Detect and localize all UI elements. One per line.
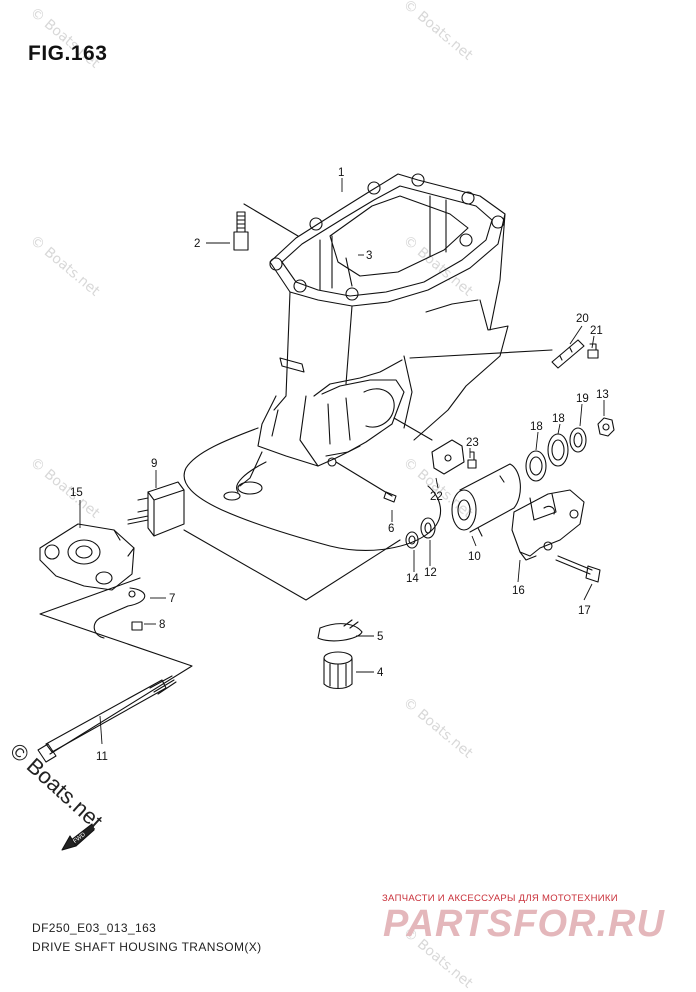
- callout-13: 13: [596, 389, 609, 401]
- callout-23: 23: [466, 437, 479, 449]
- part-bracket-16: [511, 489, 585, 561]
- callout-7: 7: [169, 593, 175, 605]
- callout-leaders: [79, 178, 605, 745]
- callout-19: 19: [576, 393, 589, 405]
- part-screw-6: [383, 491, 397, 503]
- callout-labels: 1 2 3 4 5 6 7 8 9 10 11 12 13 14 15 16 1…: [70, 167, 609, 845]
- part-ring-18b: [525, 450, 547, 482]
- part-ring-18: [547, 433, 569, 467]
- brand-tagline: ЗАПЧАСТИ И АКСЕССУАРЫ ДЛЯ МОТОТЕХНИКИ: [382, 893, 618, 904]
- callout-1: 1: [338, 167, 344, 179]
- drive-shaft-housing: [183, 173, 509, 551]
- callout-17: 17: [578, 605, 591, 617]
- part-wire-7: [93, 587, 146, 639]
- part-bolt-2: [233, 211, 249, 251]
- part-bushing-10: [451, 463, 521, 537]
- callout-6: 6: [388, 523, 394, 535]
- figure-code: DF250_E03_013_163: [32, 921, 157, 935]
- callout-21: 21: [590, 325, 603, 337]
- callout-14: 14: [406, 573, 419, 585]
- callout-20: 20: [576, 313, 589, 325]
- part-clip-5: [317, 623, 363, 642]
- callout-5: 5: [377, 631, 383, 643]
- callout-8: 8: [159, 619, 165, 631]
- part-screw-8: [131, 621, 143, 631]
- callout-3: 3: [366, 250, 372, 262]
- part-stud-11: [37, 675, 177, 763]
- part-switch-9: [127, 481, 185, 537]
- figure-title: FIG.163: [28, 42, 108, 65]
- brand-logo[interactable]: PARTSFOR.RU: [383, 903, 665, 945]
- callout-18a: 18: [552, 413, 565, 425]
- part-nut-13: [597, 417, 615, 437]
- part-plate-22: [431, 439, 465, 475]
- callout-9: 9: [151, 458, 157, 470]
- callout-11: 11: [96, 751, 108, 763]
- callout-22: 22: [430, 491, 443, 503]
- callout-10: 10: [468, 551, 481, 563]
- part-coupling-4: [323, 651, 353, 690]
- part-washer-14: [405, 531, 419, 549]
- part-bolt-17: [555, 555, 601, 583]
- figure-name: DRIVE SHAFT HOUSING TRANSOM(X): [32, 940, 262, 954]
- callout-16: 16: [512, 585, 525, 597]
- callout-18b: 18: [530, 421, 543, 433]
- part-clip-20: [551, 339, 585, 369]
- callout-2: 2: [194, 238, 200, 250]
- part-washer-19: [569, 427, 587, 453]
- part-bolt-23: [467, 451, 477, 469]
- callout-4: 4: [377, 667, 384, 679]
- assembly-leader-lines: [39, 203, 553, 755]
- callout-12: 12: [424, 567, 437, 579]
- callout-15: 15: [70, 487, 83, 499]
- fwd-arrow-icon: [61, 823, 95, 851]
- part-washer-12: [420, 517, 436, 539]
- part-sensor-15: [39, 523, 135, 591]
- part-screw-21: [587, 343, 599, 359]
